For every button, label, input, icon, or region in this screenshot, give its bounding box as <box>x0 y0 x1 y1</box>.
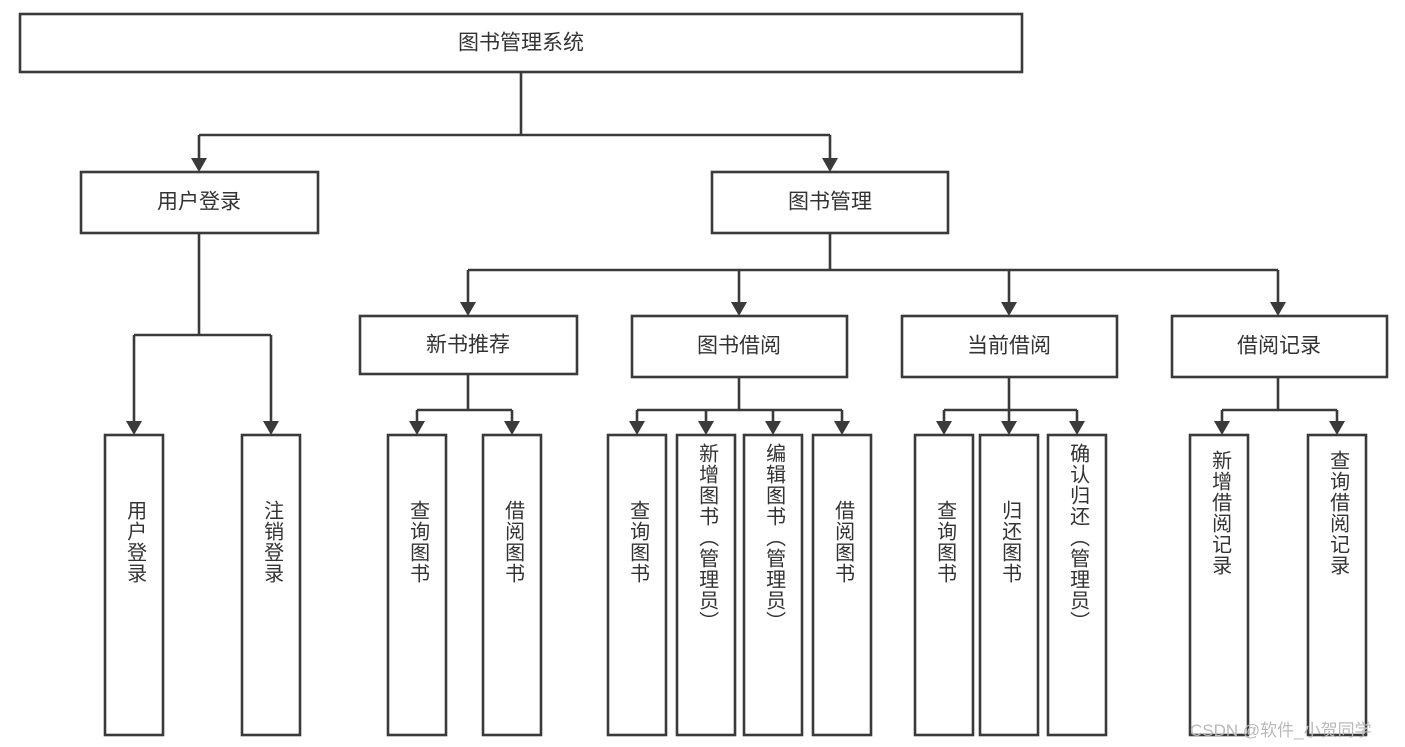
node-borrow-record-box[interactable] <box>1170 314 1389 379</box>
leaf-box-query-book-3[interactable] <box>913 433 975 737</box>
arrow-bookborrow-leaf4 <box>834 421 850 435</box>
arrow-borrowrecord-leaf1 <box>1214 421 1230 435</box>
arrow-bookborrow-leaf3 <box>765 421 781 435</box>
node-borrow-record-label: 借阅记录 <box>1237 335 1321 358</box>
leaf-box-edit-book[interactable] <box>742 433 804 737</box>
arrow-userlogin-leaf2 <box>263 421 279 435</box>
leaf-box-logout[interactable] <box>240 433 302 737</box>
connector-group-current-borrow <box>936 377 1085 435</box>
arrow-userlogin-leaf1 <box>126 421 142 435</box>
node-book-borrow-label: 图书借阅 <box>697 335 781 358</box>
connector-group-user-login <box>126 233 279 435</box>
arrow-to-book-mgmt <box>822 158 838 172</box>
node-root-label: 图书管理系统 <box>458 32 584 55</box>
node-current-borrow-label: 当前借阅 <box>967 335 1051 358</box>
connector-group-root <box>191 72 838 172</box>
arrow-to-book-borrow <box>731 302 747 316</box>
csdn-watermark: CSDN @软件_小贺同学 <box>1190 721 1372 740</box>
arrow-newbook-leaf1 <box>409 421 425 435</box>
connector-group-book-mgmt <box>460 233 1286 316</box>
node-new-book-box[interactable] <box>358 314 579 376</box>
node-user-login-label: 用户登录 <box>157 191 241 214</box>
leaf-box-query-book-1[interactable] <box>386 433 448 737</box>
arrow-borrowrecord-leaf2 <box>1329 421 1345 435</box>
node-user-login-box[interactable] <box>79 170 320 235</box>
node-book-mgmt-box[interactable] <box>710 170 950 235</box>
leaf-box-add-book[interactable] <box>675 433 737 737</box>
node-book-mgmt-label: 图书管理 <box>788 191 872 214</box>
leaf-box-query-record[interactable] <box>1306 433 1368 737</box>
connector-group-new-book <box>409 374 520 435</box>
leaf-box-query-book-2[interactable] <box>606 433 668 737</box>
leaf-box-borrow-book-2[interactable] <box>811 433 873 737</box>
node-current-borrow-box[interactable] <box>900 314 1119 379</box>
leaf-box-confirm-return[interactable] <box>1046 433 1108 737</box>
arrow-currentborrow-leaf2 <box>1001 421 1017 435</box>
leaf-box-borrow-book-1[interactable] <box>481 433 543 737</box>
node-book-borrow-box[interactable] <box>630 314 849 379</box>
arrow-to-user-login <box>191 158 207 172</box>
arrow-to-new-book <box>460 302 476 316</box>
arrow-newbook-leaf2 <box>504 421 520 435</box>
node-root-box[interactable] <box>18 12 1024 74</box>
arrow-currentborrow-leaf1 <box>936 421 952 435</box>
arrow-bookborrow-leaf2 <box>698 421 714 435</box>
arrow-currentborrow-leaf3 <box>1069 421 1085 435</box>
connector-group-book-borrow <box>629 377 850 435</box>
arrow-to-current-borrow <box>1001 302 1017 316</box>
connector-group-borrow-record <box>1214 377 1345 435</box>
leaf-box-user-login[interactable] <box>103 433 165 737</box>
node-new-book-label: 新书推荐 <box>426 334 510 357</box>
leaf-box-add-record[interactable] <box>1188 433 1250 737</box>
leaf-box-return-book[interactable] <box>978 433 1040 737</box>
arrow-bookborrow-leaf1 <box>629 421 645 435</box>
arrow-to-borrow-record <box>1270 302 1286 316</box>
